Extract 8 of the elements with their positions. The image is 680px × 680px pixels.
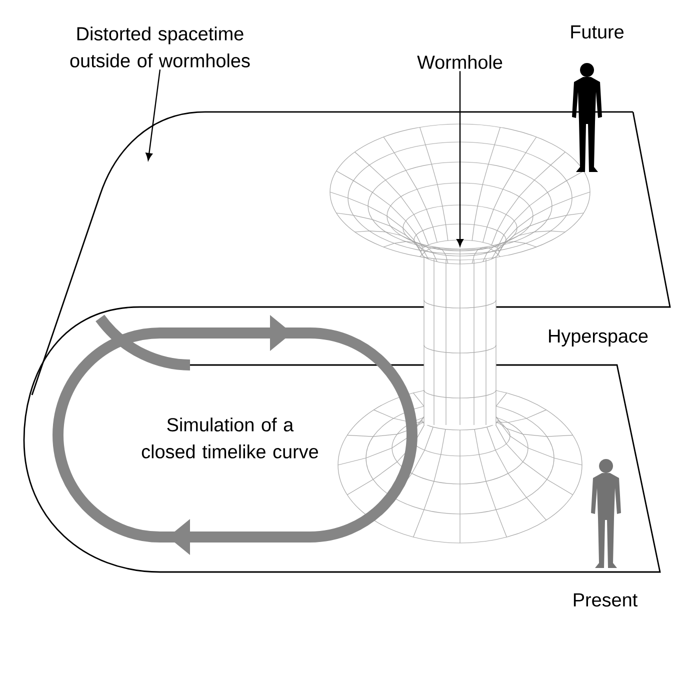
text-label: Wormhole [417, 55, 502, 69]
text-label: Distorted spacetime outside of wormholes [70, 26, 250, 68]
text-label: Future [571, 25, 624, 39]
text-label: Simulation of a closed timelike curve [142, 418, 318, 458]
leader-line [146, 70, 161, 160]
text-label: Present [574, 593, 638, 607]
text-label: Hyperspace [549, 330, 648, 346]
leader-line [456, 71, 464, 246]
